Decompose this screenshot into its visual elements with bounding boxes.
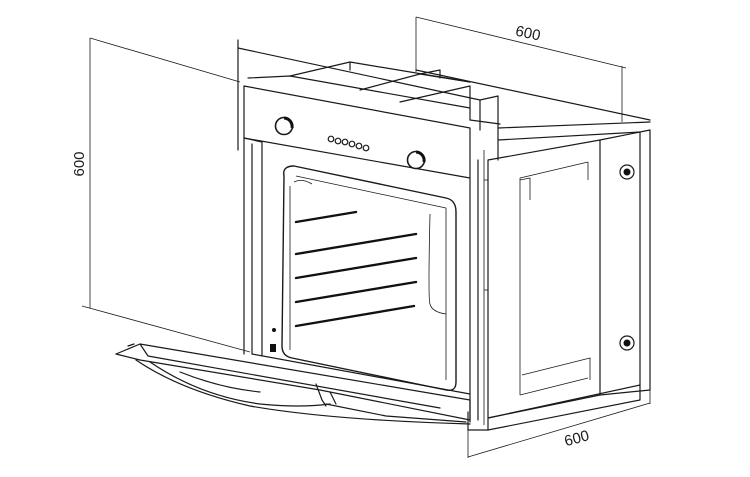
height-dimension-label: 600 [71, 151, 88, 176]
left-knob-icon [274, 116, 294, 136]
oven-door [115, 343, 471, 425]
mounting-screw-top-icon [619, 164, 635, 180]
hinge-block-icon [270, 344, 276, 352]
oven-side-body [237, 39, 651, 431]
rack-1 [294, 210, 358, 224]
mounting-screw-bottom-icon [619, 335, 635, 351]
oven-racks [294, 210, 418, 328]
depth-dimension: 600 [467, 378, 651, 458]
width-dimension: 600 [415, 16, 627, 122]
depth-dimension-line [467, 402, 651, 458]
depth-dimension-label: 600 [563, 427, 592, 450]
indicator-lights [327, 135, 370, 152]
oven-top-cover [247, 61, 501, 125]
height-dimension: 600 [71, 37, 251, 353]
control-panel [243, 85, 471, 179]
right-knob-icon [406, 150, 426, 170]
width-dimension-line [415, 16, 627, 69]
height-extension-top [89, 37, 241, 83]
oven-cavity [281, 165, 457, 392]
hinge-dot-icon [272, 328, 276, 332]
rack-2 [294, 232, 418, 256]
rack-4 [294, 280, 418, 304]
rack-5 [294, 304, 416, 328]
width-dimension-label: 600 [514, 23, 542, 45]
rack-3 [294, 256, 418, 280]
oven-front-frame [243, 137, 488, 425]
height-extension-bottom [81, 305, 251, 353]
